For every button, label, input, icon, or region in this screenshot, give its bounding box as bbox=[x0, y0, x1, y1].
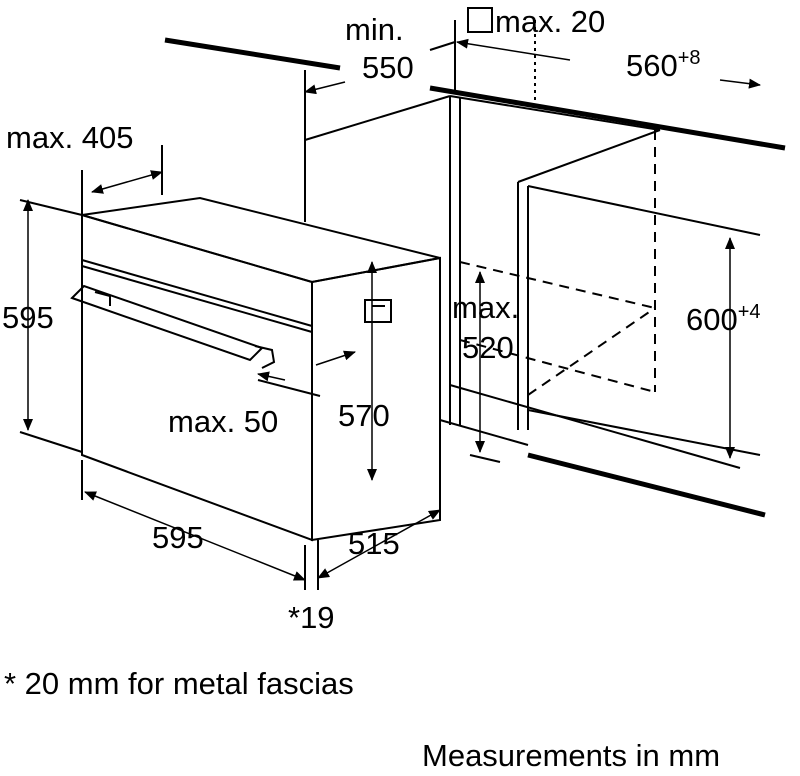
min-550-label: 550 bbox=[362, 50, 414, 85]
square-symbol bbox=[467, 7, 493, 33]
dimension-lines bbox=[19, 20, 761, 590]
max-50-label: max. 50 bbox=[168, 404, 278, 439]
cabinet-height-tolerance: +4 bbox=[738, 301, 761, 323]
hidden-lines bbox=[459, 20, 656, 396]
max-520-label-b: 520 bbox=[462, 330, 514, 365]
cabinet-width-label: 560+8 bbox=[626, 47, 701, 83]
min-label: min. bbox=[345, 12, 404, 47]
oven-width-label: 595 bbox=[152, 520, 204, 555]
body-height-label: 570 bbox=[338, 398, 390, 433]
cabinet-outline bbox=[304, 95, 766, 518]
units-note: Measurements in mm bbox=[422, 738, 721, 773]
max-20-label: max. 20 bbox=[495, 4, 605, 39]
depth-label: 515 bbox=[348, 526, 400, 561]
oven bbox=[70, 196, 441, 542]
cabinet-height-label: 600+4 bbox=[686, 301, 761, 337]
worktop bbox=[164, 37, 786, 151]
cabinet-width-tolerance: +8 bbox=[678, 47, 701, 69]
dimension-labels: min. 550 max. 20 560+8 max. 405 595 max.… bbox=[2, 4, 761, 635]
footnote: * 20 mm for metal fascias bbox=[4, 666, 354, 701]
max-520-label-a: max. bbox=[452, 290, 519, 325]
fascia-label: *19 bbox=[288, 600, 335, 635]
max-405-label: max. 405 bbox=[6, 120, 134, 155]
oven-height-label: 595 bbox=[2, 300, 54, 335]
